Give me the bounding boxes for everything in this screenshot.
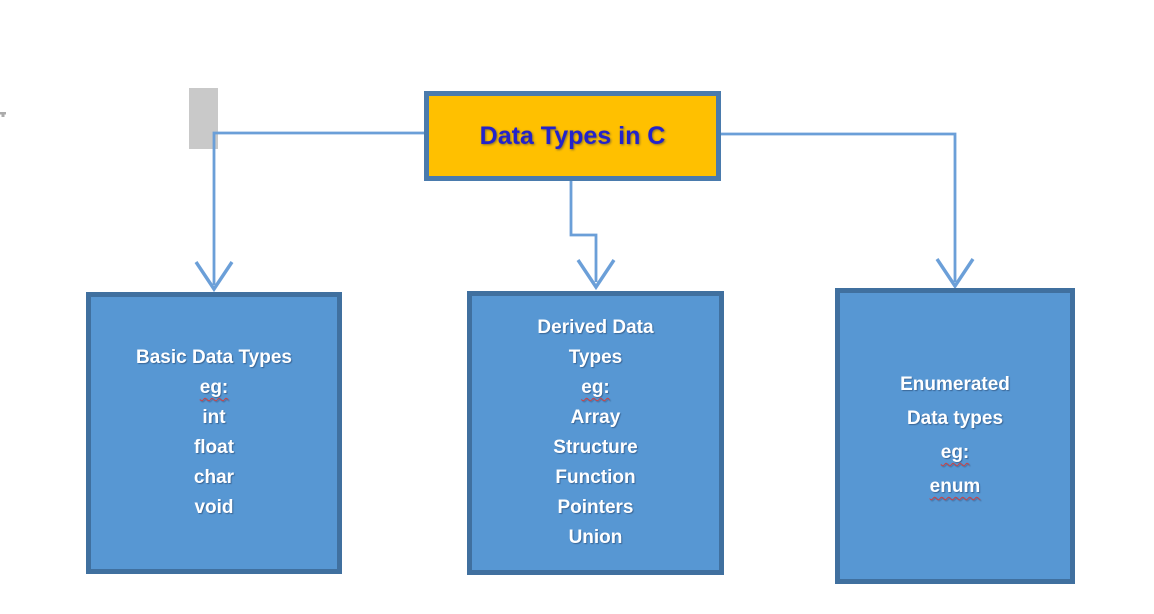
node-line: Basic Data Types (136, 343, 292, 373)
node-line: Pointers (557, 493, 633, 523)
node-line: Derived Data (537, 313, 653, 343)
gray-artifact-rect (189, 88, 218, 149)
node-line-text: Union (568, 527, 623, 548)
node-line-text-misspelled: eg: (581, 377, 610, 398)
cursor-artifact (1, 114, 5, 117)
node-line: Array (571, 403, 621, 433)
cursor-artifact (0, 112, 6, 115)
node-line: Types (569, 343, 623, 373)
root-node-label: Data Types in C (479, 121, 666, 150)
node-line-text: float (193, 437, 235, 458)
node-line: Function (555, 463, 635, 493)
node-line: void (194, 493, 233, 523)
node-line-text: Derived Data (537, 317, 654, 338)
node-line: Union (569, 523, 623, 553)
node-basic-data-types: Basic Data Types eg: int float char void (86, 292, 342, 574)
node-line-text: Structure (553, 437, 638, 458)
arrowhead-enumerated (935, 258, 975, 290)
node-line-text: void (194, 497, 234, 518)
connector-root-to-derived (569, 181, 598, 282)
node-line: Enumerated (900, 368, 1010, 402)
node-derived-data-types: Derived Data Types eg: Array Structure F… (467, 291, 724, 575)
node-line-text-misspelled: eg: (199, 377, 229, 398)
arrowhead-derived (576, 259, 616, 291)
node-line-text: int (202, 407, 226, 428)
node-line-text: char (193, 467, 235, 488)
node-line-text: Pointers (557, 497, 634, 518)
root-node-data-types-in-c: Data Types in C (424, 91, 721, 181)
node-enumerated-data-types: Enumerated Data types eg: enum (835, 288, 1075, 584)
connector-root-to-enumerated (721, 132, 957, 282)
node-line: eg: (200, 373, 229, 403)
node-line: enum (930, 470, 981, 504)
connector-root-to-basic (212, 131, 424, 285)
node-line-text: Array (570, 407, 621, 428)
node-line: Structure (553, 433, 637, 463)
node-line-text-misspelled: enum (929, 476, 981, 497)
node-line: eg: (941, 436, 970, 470)
node-line-text-misspelled: eg: (940, 442, 970, 463)
node-line: eg: (581, 373, 610, 403)
node-line: Data types (907, 402, 1003, 436)
arrowhead-basic (194, 261, 234, 293)
node-line: int (202, 403, 225, 433)
node-line: float (194, 433, 234, 463)
node-line-text: Basic Data Types (136, 347, 292, 368)
node-line-text: Types (568, 347, 623, 368)
node-line-text: Function (555, 467, 636, 488)
node-line: char (194, 463, 234, 493)
node-line-text: Data types (906, 408, 1004, 429)
node-line-text: Enumerated (900, 374, 1010, 395)
